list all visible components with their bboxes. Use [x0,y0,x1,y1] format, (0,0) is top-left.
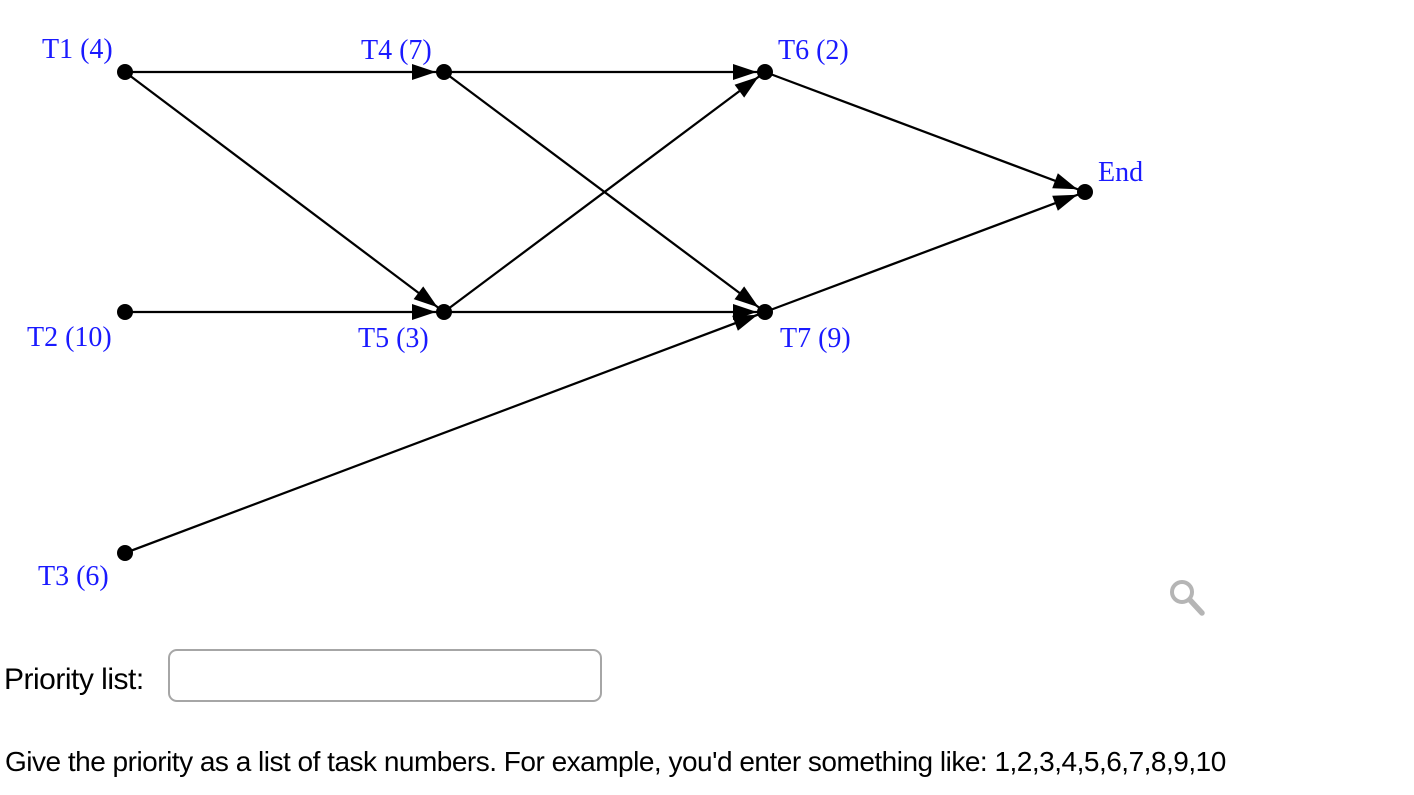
arrowhead-T4-T6 [733,64,757,80]
arrowhead-T1-T5 [413,286,438,308]
node-label-T7: T7 (9) [780,323,851,354]
node-label-End: End [1098,157,1143,188]
node-label-T3: T3 (6) [38,561,109,592]
edge-T1-T5 [124,71,445,313]
node-T4 [436,64,452,80]
node-T1 [117,64,133,80]
node-label-T2: T2 (10) [27,322,112,353]
node-T7 [757,304,773,320]
node-label-T4: T4 (7) [361,35,432,66]
arrowhead-T5-T6 [734,76,759,98]
node-label-T1: T1 (4) [42,34,113,65]
arrowhead-T7-End [1052,194,1078,211]
node-label-T5: T5 (3) [358,323,429,354]
node-label-T6: T6 (2) [778,35,849,66]
node-T3 [117,545,133,561]
node-T2 [117,304,133,320]
edge-T6-End [764,70,1086,194]
arrowhead-T3-T7 [732,314,758,331]
arrowhead-T6-End [1052,173,1078,190]
instructions-text: Give the priority as a list of task numb… [5,746,1226,777]
node-End [1077,184,1093,200]
arrowhead-T5-T7 [733,304,757,320]
arrowhead-T1-T4 [412,64,436,80]
task-dependency-graph: T1 (4) T4 (7) T6 (2) T2 (10) T5 (3) T7 (9) T3 … [27,34,1205,616]
arrowhead-T2-T5 [412,304,436,320]
magnifier-icon[interactable] [1170,580,1205,616]
node-T6 [757,64,773,80]
edge-T5-T6 [443,71,766,313]
edge-T3-T7 [124,310,766,555]
edge-T7-End [764,190,1086,314]
arrowhead-T4-T7 [734,286,759,308]
node-T5 [436,304,452,320]
priority-list-label: Priority list: [4,663,144,696]
priority-list-input[interactable] [168,649,602,702]
